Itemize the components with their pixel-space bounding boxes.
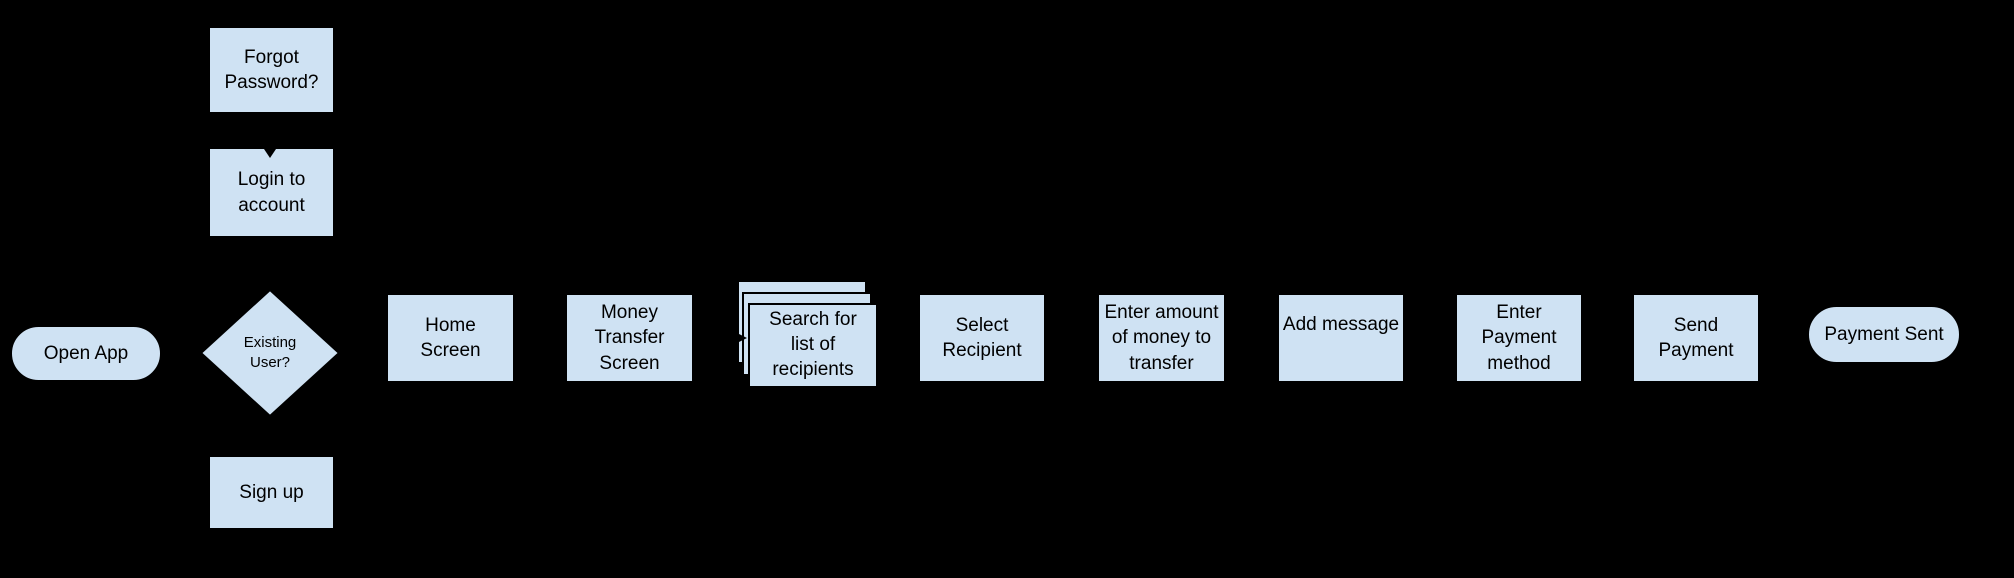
arrowhead-icon [729,329,747,347]
node-label: Home Screen [420,314,481,361]
node-label: Money Transfer Screen [594,302,665,374]
arrowhead-icon [262,146,278,158]
node-search-recipients: Search for list of recipients [748,303,878,388]
node-label: Payment Sent [1824,323,1944,345]
node-select-recipient: Select Recipient [918,293,1046,383]
node-money-transfer-screen: Money Transfer Screen [565,293,694,383]
node-enter-payment-method: Enter Payment method [1455,293,1583,383]
node-label: Forgot Password? [224,46,319,93]
node-existing-user: Existing User? [200,289,340,417]
node-label: Existing User? [243,333,297,371]
node-label: Login to account [237,169,306,216]
node-label: Send Payment [1658,314,1734,361]
node-sign-up: Sign up [208,455,335,530]
node-label: Enter Payment method [1481,302,1557,374]
node-label: Enter amount of money to transfer [1104,302,1219,374]
node-home-screen: Home Screen [386,293,515,383]
node-label: Open App [43,342,129,364]
node-login-to-account: Login to account [208,147,335,238]
node-label: Select Recipient [942,314,1022,361]
node-enter-amount: Enter amount of money to transfer [1097,293,1226,383]
node-add-message: Add message [1277,293,1405,383]
node-label: Sign up [239,481,304,503]
node-send-payment: Send Payment [1632,293,1760,383]
node-label: Search for list of recipients [769,309,857,380]
node-payment-sent: Payment Sent [1807,305,1961,364]
node-open-app: Open App [10,325,162,382]
node-forgot-password: Forgot Password? [208,26,335,114]
node-label: Add message [1282,314,1400,335]
decision-diamond-shape [200,289,340,417]
